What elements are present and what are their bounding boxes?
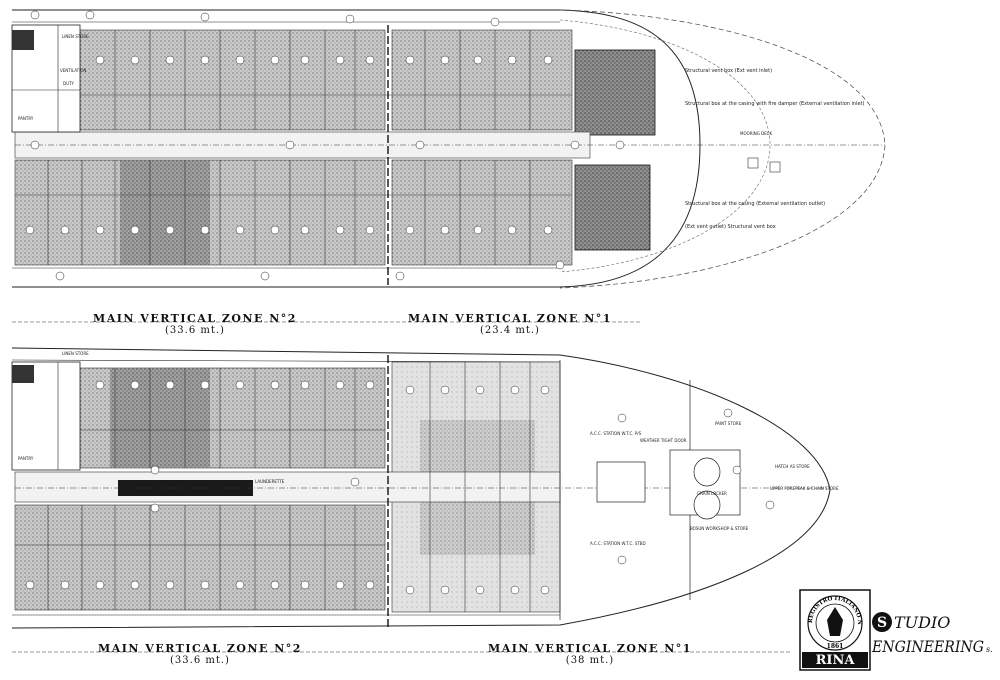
upper-cabins-port-zone1 xyxy=(391,29,573,131)
lower-pantry-label: PANTRY xyxy=(18,456,34,461)
note-mooring-deck: MOORING DECK xyxy=(740,131,772,136)
studio-logo-line1: TUDIO xyxy=(894,613,950,632)
lower-cabin-partitions xyxy=(15,362,531,612)
upper-linen-label: LINEN STORE xyxy=(62,34,89,39)
upper-deck-plan: PANTRY LINEN STORE DUTY VENTILATION Stru… xyxy=(11,9,886,336)
upper-cabin-markers xyxy=(25,10,625,281)
studio-logo-line2: ENGINEERING xyxy=(871,637,984,656)
lower-ac-station-sb: A.C.C. STATION W.T.C. STBD xyxy=(590,541,646,546)
upper-deck-edge xyxy=(559,19,771,273)
lower-cabins-stbd-zone2 xyxy=(14,504,386,611)
note-casing-fire-damper: Structural box at the casing with fire d… xyxy=(685,101,865,107)
upper-duty-label: DUTY xyxy=(63,81,74,86)
upper-hull-outer-dashed xyxy=(559,9,886,289)
lower-bosun-store: BOSUN WORKSHOP & STORE xyxy=(690,526,749,531)
lower-zone1-title: MAIN VERTICAL ZONE N°1 xyxy=(488,642,692,655)
upper-pantry-label: PANTRY xyxy=(18,116,34,121)
upper-cabins-port-zone2 xyxy=(79,29,386,131)
note-vent-inlet: Structural vent box (Ext vent inlet) xyxy=(685,68,772,74)
upper-zone2-length: (33.6 mt.) xyxy=(165,325,225,336)
upper-aft-dark-room xyxy=(12,30,34,50)
lower-dark-block xyxy=(110,368,210,468)
lower-deck-plan: PANTRY LINEN STORE LAUNDERETTE A.C.C. ST… xyxy=(11,347,839,666)
note-casing-outlet: Structural box at the casing (External v… xyxy=(685,201,825,207)
upper-forward-dark-port xyxy=(574,49,656,136)
lower-weather-door: WEATHER TIGHT DOOR xyxy=(640,438,687,443)
note-vent-outlet: (Ext vent outlet) Structural vent box xyxy=(685,224,776,230)
lower-chain-pipe-upper xyxy=(693,457,721,487)
upper-cabins-stbd-zone1 xyxy=(391,159,573,266)
lower-chain-pipe-lower xyxy=(693,490,721,520)
upper-notes: Structural vent box (Ext vent inlet) Str… xyxy=(685,68,865,230)
lower-zone2-length: (33.6 mt.) xyxy=(170,655,230,666)
lower-chain-locker-label: CHAIN LOCKER xyxy=(697,491,727,496)
rina-year: 1861 xyxy=(827,643,844,650)
rina-name: RINA xyxy=(816,653,856,668)
lower-hatch-label: HATCH AS STORE xyxy=(775,464,810,469)
upper-zone1-length: (23.4 mt.) xyxy=(480,325,540,336)
upper-zone1-title: MAIN VERTICAL ZONE N°1 xyxy=(408,312,612,325)
upper-forward-dark-stbd xyxy=(574,164,651,251)
studio-logo-mark xyxy=(872,612,892,632)
studio-logo-letter: S xyxy=(877,615,887,631)
lower-ac-station-ps: A.C.C. STATION W.T.C. P/S xyxy=(590,431,642,436)
lower-cabin-markers xyxy=(25,380,775,595)
lower-linen-label: LINEN STORE xyxy=(62,351,89,356)
lower-upper-store: UPPER FOREPEAK & CHAIN STORE xyxy=(770,486,839,491)
lower-hull-outline xyxy=(11,347,831,629)
lower-zone2-title: MAIN VERTICAL ZONE N°2 xyxy=(98,642,302,655)
upper-dark-block-a xyxy=(120,160,210,265)
lower-launderette-label: LAUNDERETTE xyxy=(255,479,285,484)
upper-cabin-partitions xyxy=(15,30,572,265)
studio-logo-suffix: s. xyxy=(986,645,993,654)
lower-paint-store: PAINT STORE xyxy=(715,421,742,426)
lower-stair-block xyxy=(596,461,646,503)
rina-emblem xyxy=(827,607,843,636)
upper-zone2-title: MAIN VERTICAL ZONE N°2 xyxy=(93,312,297,325)
upper-ventilation-label: VENTILATION xyxy=(60,68,86,73)
lower-main-corridor xyxy=(14,471,561,503)
lower-zone1-length: (38 mt.) xyxy=(566,655,614,666)
studio-engineering-logo: S TUDIO ENGINEERING s. xyxy=(871,612,993,656)
